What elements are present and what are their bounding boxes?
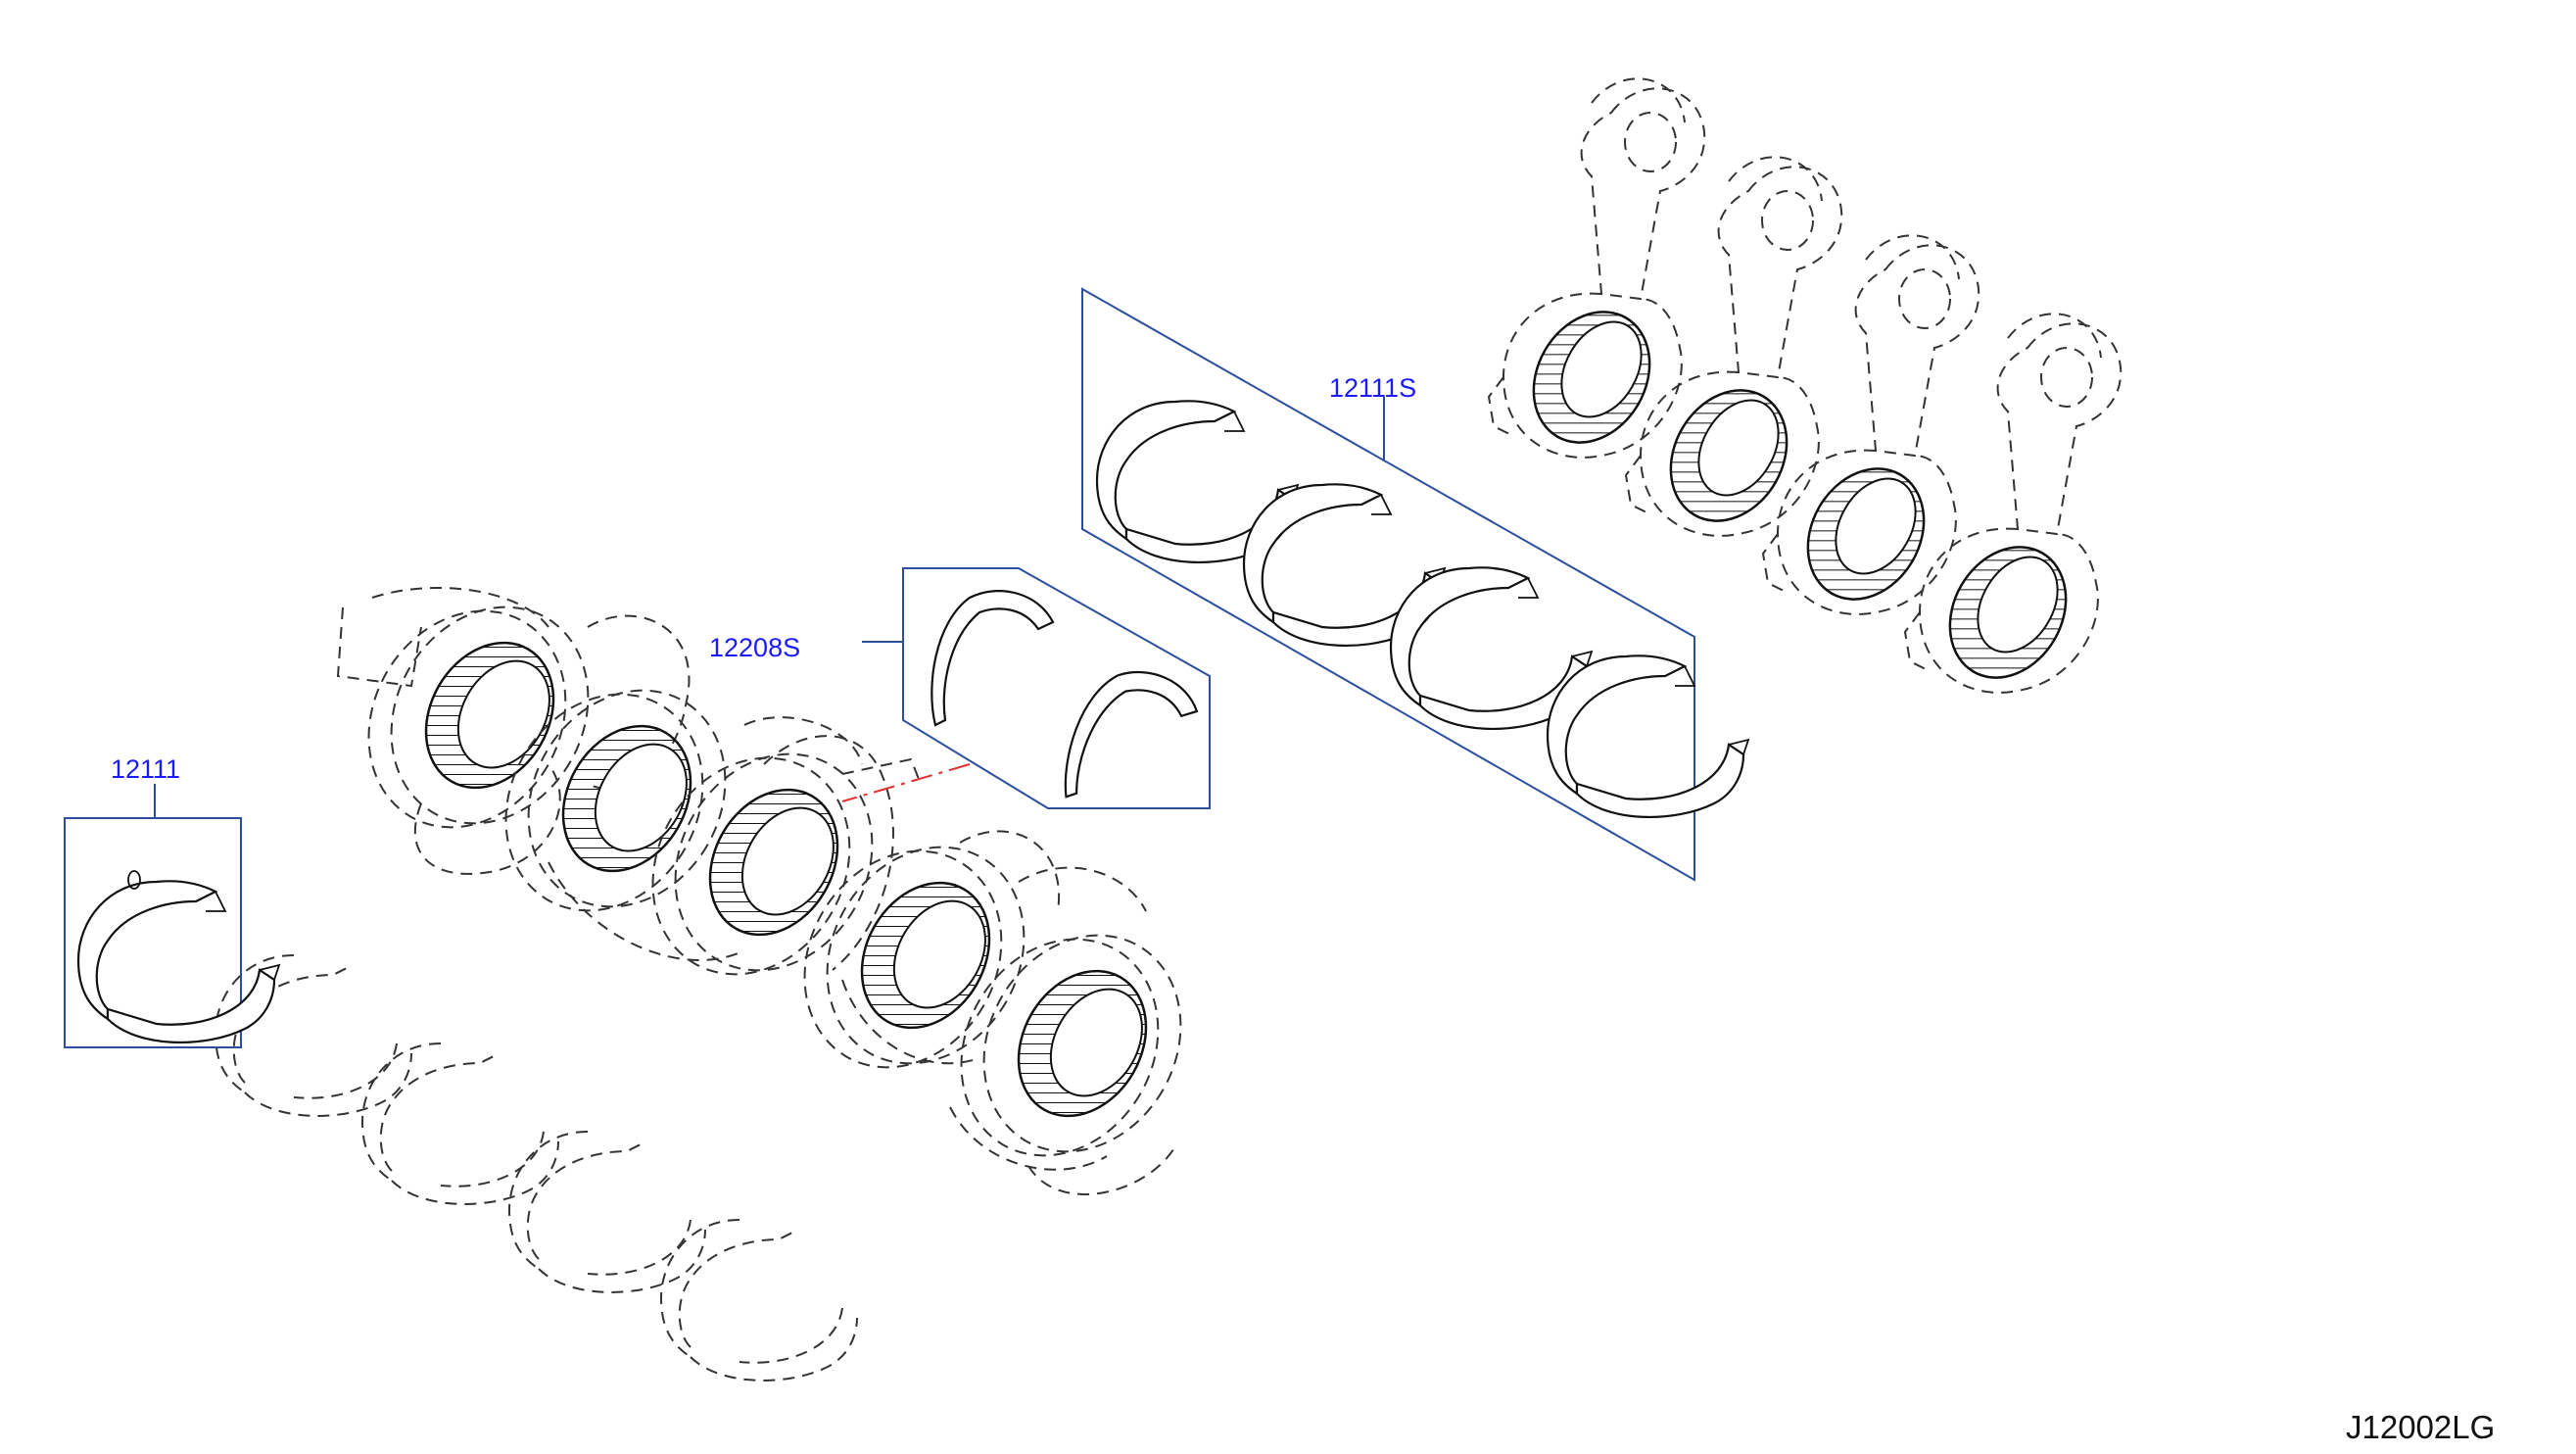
connecting-rod-4 bbox=[1903, 313, 2123, 701]
callout-label-12111[interactable]: 12111 bbox=[111, 754, 181, 784]
callout-12111s-group bbox=[1081, 287, 1750, 882]
callout-label-12208s[interactable]: 12208S bbox=[709, 633, 801, 662]
lower-main-bearing-ghost-2 bbox=[361, 1042, 559, 1205]
connecting-rod-2 bbox=[1624, 156, 1843, 544]
lower-main-bearing-ghost-4 bbox=[660, 1219, 858, 1381]
callout-12111-group bbox=[64, 784, 281, 1048]
connecting-rod-1 bbox=[1487, 77, 1706, 465]
connecting-rod-3 bbox=[1761, 234, 1980, 622]
crankshaft-ghost bbox=[336, 587, 1176, 1195]
callout-label-12111s[interactable]: 12111S bbox=[1329, 373, 1417, 403]
callout-12208s-group bbox=[841, 567, 1211, 815]
diagram-id: J12002LG bbox=[2346, 1409, 2496, 1445]
lower-main-bearing-ghost-3 bbox=[508, 1131, 706, 1293]
lower-main-bearing-ghost-1 bbox=[215, 954, 412, 1117]
